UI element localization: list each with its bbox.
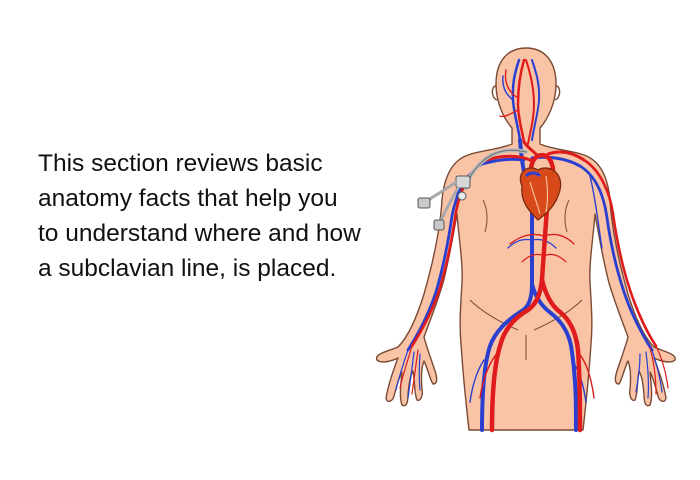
intro-text: This section reviews basic anatomy facts…	[38, 146, 418, 286]
intro-line: a subclavian line, is placed.	[38, 255, 337, 282]
intro-line: This section reviews basic	[38, 150, 323, 177]
veins	[395, 58, 663, 432]
anatomy-illustration-icon	[375, 47, 676, 433]
heart	[519, 167, 562, 221]
intro-line: anatomy facts that help you	[38, 185, 338, 212]
subclavian-catheter	[417, 148, 528, 231]
intro-line: to understand where and how	[38, 220, 361, 247]
